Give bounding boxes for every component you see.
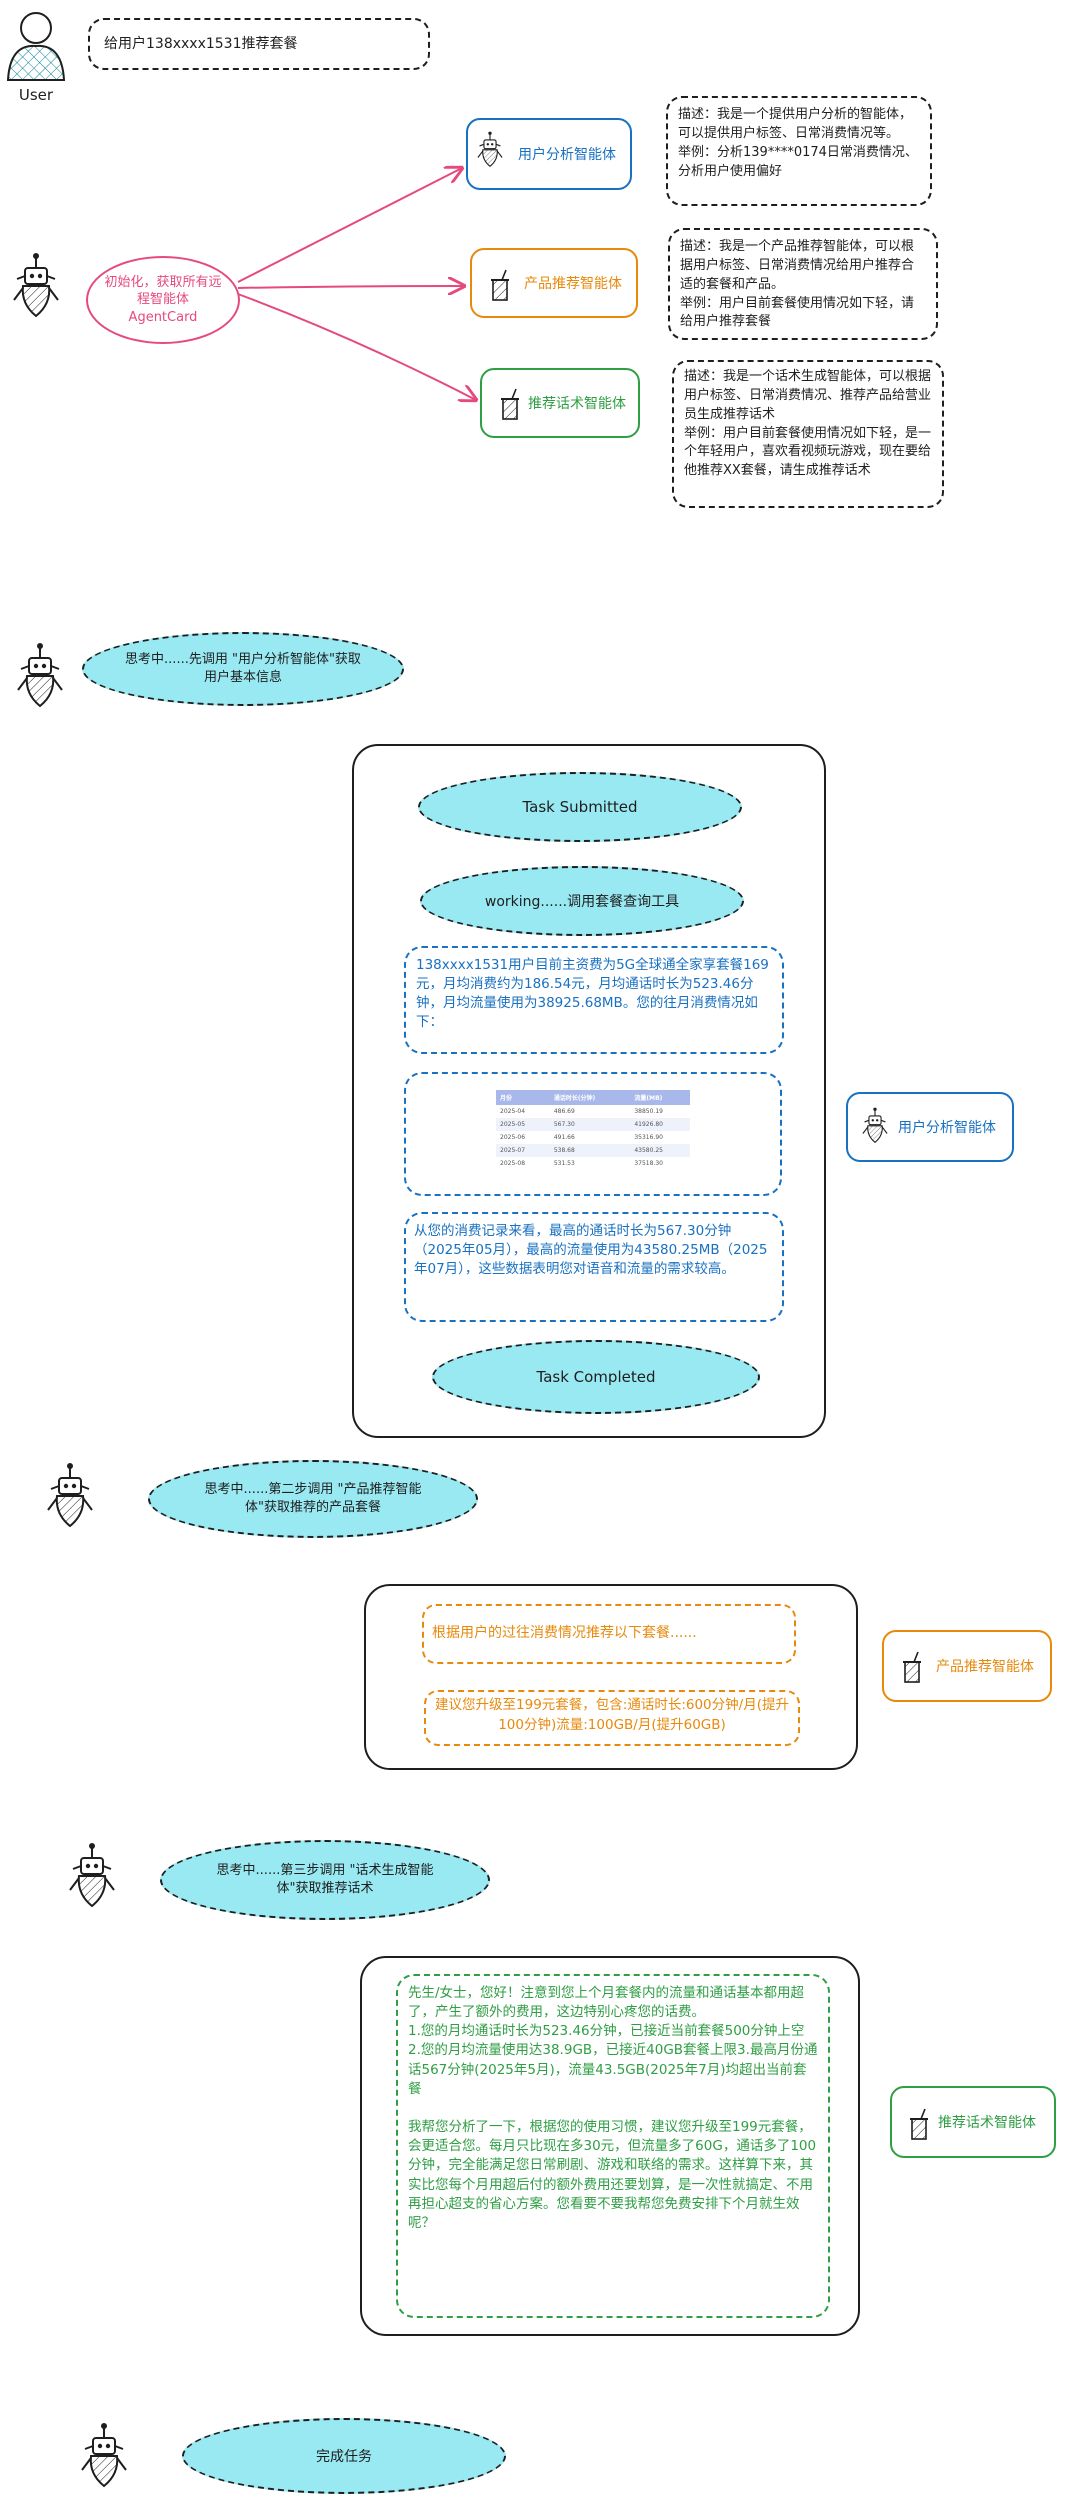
table-cell: 2025-08: [500, 1160, 526, 1167]
agent-card-product-recommend: 产品推荐智能体: [470, 248, 638, 318]
robot-icon: [47, 1462, 93, 1527]
table-cell: 486.69: [553, 1108, 575, 1115]
table-cell: 41926.80: [630, 1118, 690, 1131]
recommend-intro-text: 根据用户的过往消费情况推荐以下套餐......: [422, 1604, 796, 1664]
arrow-to-user-analysis: [237, 168, 462, 283]
table-cell: 567.30: [549, 1118, 631, 1131]
cup-icon: [491, 269, 509, 301]
step3-task-panel: [360, 1956, 860, 2336]
agent-desc-product-recommend: 描述：我是一个产品推荐智能体，可以根据用户标签、日常消费情况给用户推荐合适的套餐…: [668, 228, 938, 340]
consumption-analysis-text: 从您的消费记录来看，最高的通话时长为567.30分钟（2025年05月），最高的…: [404, 1212, 784, 1322]
table-cell: 491.66: [553, 1134, 575, 1141]
table-cell: 2025-05: [496, 1118, 550, 1131]
step1-thought-bubble: 思考中......先调用 "用户分析智能体"获取用户基本信息: [82, 632, 404, 706]
agent-card-user-analysis: 用户分析智能体: [466, 118, 632, 190]
table-cell: 37518.30: [634, 1160, 663, 1167]
agent-card-script: 推荐话术智能体: [480, 368, 640, 438]
table-header: 流量(MB): [630, 1090, 690, 1105]
agent-name: 产品推荐智能体: [524, 276, 622, 292]
robot-icon: [81, 2422, 127, 2487]
agent-desc-script: 描述：我是一个话术生成智能体，可以根据用户标签、日常消费情况、推荐产品给营业员生…: [672, 360, 944, 508]
robot-icon: [69, 1842, 115, 1907]
done-bubble: 完成任务: [182, 2418, 506, 2494]
user-summary-text: 138xxxx1531用户目前主资费为5G全球通全家享套餐169元，月均消费约为…: [404, 946, 784, 1054]
agent-name: 用户分析智能体: [898, 1120, 996, 1136]
agent-name: 用户分析智能体: [518, 147, 616, 163]
table-header: 月份: [496, 1090, 550, 1105]
table-cell: 35316.90: [634, 1134, 663, 1141]
step2-task-panel: [364, 1584, 858, 1770]
table-row: 2025-04 486.69 38850.19: [496, 1105, 690, 1118]
arrow-to-script-agent: [237, 293, 476, 400]
recommend-script-text: 先生/女士，您好！注意到您上个月套餐内的流量和通话基本都用超了，产生了额外的费用…: [396, 1974, 830, 2318]
consumption-table: 月份 通话时长(分钟) 流量(MB) 2025-04 486.69 38850.…: [496, 1090, 690, 1170]
table-cell: 2025-06: [500, 1134, 526, 1141]
agent-desc-user-analysis: 描述：我是一个提供用户分析的智能体，可以提供用户标签、日常消费情况等。 举例：分…: [666, 96, 932, 206]
user-label: User: [18, 86, 54, 104]
task-working-bubble: working......调用套餐查询工具: [420, 866, 744, 936]
agent-name: 推荐话术智能体: [938, 2115, 1036, 2131]
table-cell: 43580.25: [630, 1144, 690, 1157]
step2-thought-bubble: 思考中......第二步调用 "产品推荐智能体"获取推荐的产品套餐: [148, 1460, 478, 1538]
robot-icon: [17, 642, 63, 707]
agent-card-user-analysis-side: 用户分析智能体: [846, 1092, 1014, 1162]
init-arrows: [237, 168, 476, 400]
robot-icon: [13, 252, 59, 317]
agent-card-product-recommend-side: 产品推荐智能体: [882, 1630, 1052, 1702]
task-completed-bubble: Task Completed: [432, 1340, 760, 1414]
step3-thought-bubble: 思考中......第三步调用 "话术生成智能体"获取推荐话术: [160, 1840, 490, 1920]
table-cell: 531.53: [553, 1160, 575, 1167]
init-bubble: 初始化，获取所有远程智能体AgentCard: [86, 256, 240, 344]
table-row: 2025-05 567.30 41926.80: [496, 1118, 690, 1131]
table-row: 2025-08 531.53 37518.30: [496, 1157, 690, 1170]
table-cell: 2025-04: [500, 1108, 526, 1115]
table-row: 2025-07 538.68 43580.25: [496, 1144, 690, 1157]
user-request-bubble: 给用户138xxxx1531推荐套餐: [88, 18, 430, 70]
table-cell: 38850.19: [634, 1108, 663, 1115]
task-submitted-bubble: Task Submitted: [418, 772, 742, 842]
table-row: 2025-06 491.66 35316.90: [496, 1131, 690, 1144]
consumption-table-frame: 月份 通话时长(分钟) 流量(MB) 2025-04 486.69 38850.…: [404, 1072, 782, 1196]
agent-card-script-side: 推荐话术智能体: [890, 2086, 1056, 2158]
cup-icon: [903, 1651, 921, 1683]
table-cell: 2025-07: [496, 1144, 550, 1157]
agent-name: 产品推荐智能体: [936, 1659, 1034, 1675]
recommend-plan-text: 建议您升级至199元套餐，包含:通话时长:600分钟/月(提升100分钟)流量:…: [424, 1690, 800, 1746]
user-icon: [6, 12, 66, 81]
cup-icon: [501, 388, 519, 420]
agent-name: 推荐话术智能体: [528, 396, 626, 412]
cup-icon: [910, 2108, 928, 2140]
table-header: 通话时长(分钟): [549, 1090, 631, 1105]
table-cell: 538.68: [549, 1144, 631, 1157]
arrow-to-product-recommend: [237, 286, 464, 288]
